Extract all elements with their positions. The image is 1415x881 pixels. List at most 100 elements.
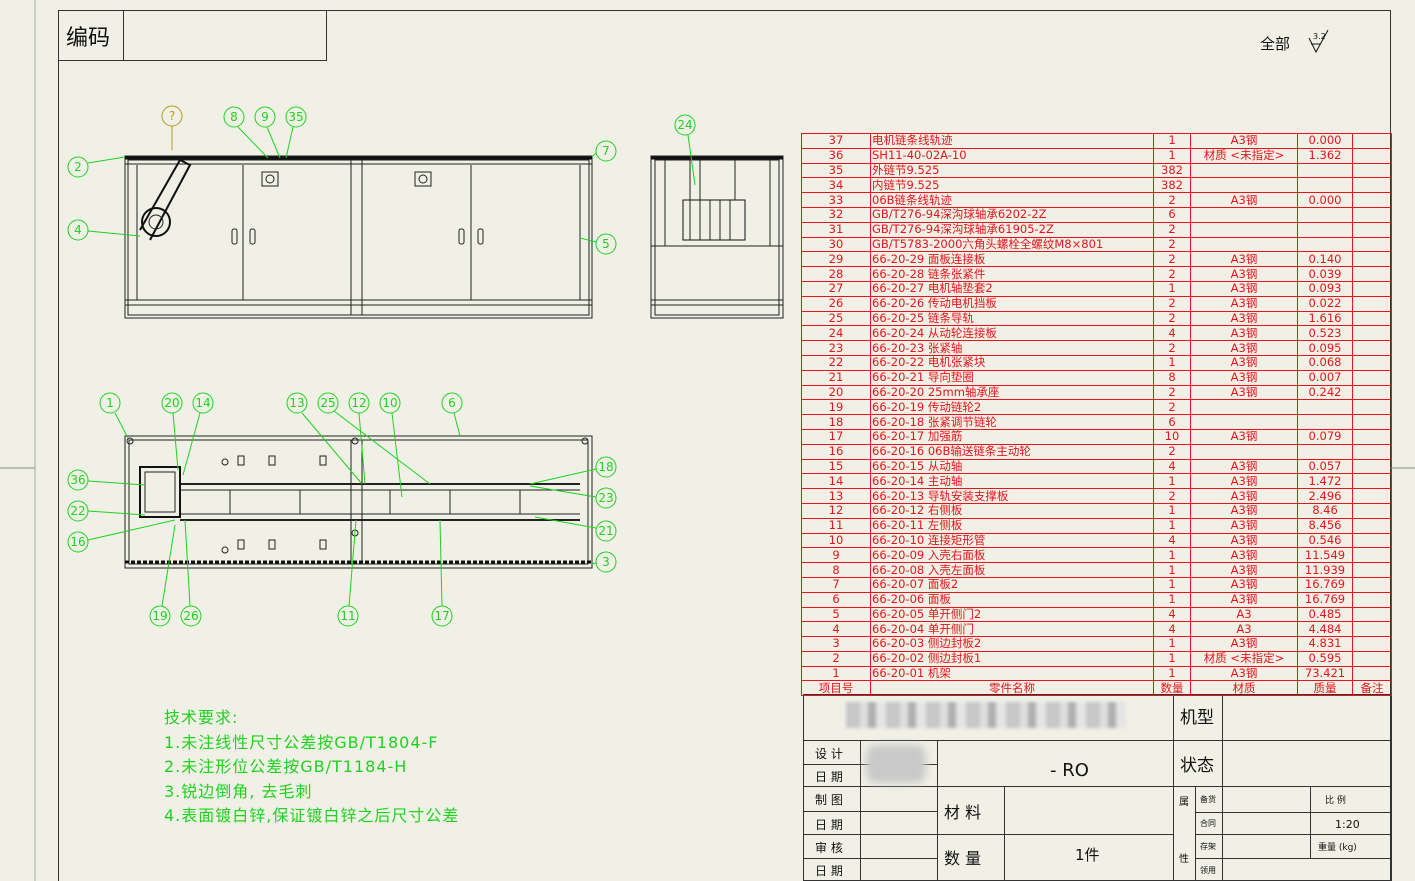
bom-cell: 0.000 (1297, 192, 1353, 208)
bom-cell: 06B链条线轨迹 (870, 192, 1154, 208)
bom-cell: 1 (1153, 133, 1191, 149)
scale-value: 1:20 (1335, 818, 1360, 831)
bom-cell (1352, 236, 1392, 253)
bom-cell: 1.616 (1297, 310, 1353, 327)
bom-cell (1352, 340, 1392, 356)
bom-cell (1352, 251, 1392, 268)
bom-cell: 66-20-06 面板 (870, 591, 1154, 608)
bom-cell: 12 (801, 502, 871, 519)
bom-cell: 0.523 (1297, 325, 1353, 342)
bom-cell: 29 (801, 251, 871, 268)
bom-cell (1352, 473, 1392, 490)
bom-cell: A3钢 (1190, 458, 1298, 475)
bom-cell: 17 (801, 428, 871, 445)
code-box (58, 10, 327, 61)
bom-cell (1190, 414, 1298, 430)
bom-cell: 66-20-22 电机张紧块 (870, 354, 1154, 371)
date-label: 日 期 (815, 770, 843, 784)
bom-header-cell: 备注 (1352, 680, 1392, 697)
bom-cell: A3钢 (1190, 325, 1298, 342)
bom-cell: 6 (1153, 414, 1191, 430)
bom-cell (1352, 591, 1392, 608)
bom-cell (1352, 488, 1392, 504)
bom-cell (1352, 621, 1392, 638)
balloon-label: 23 (598, 491, 613, 505)
bom-cell: 1 (1153, 562, 1191, 578)
balloon-label: 7 (602, 144, 610, 158)
bom-cell: 8.456 (1297, 517, 1353, 534)
bom-cell: 66-20-05 单开侧门2 (870, 606, 1154, 623)
bom-cell: A3钢 (1190, 251, 1298, 268)
balloon-label: 13 (289, 396, 304, 410)
bom-cell: A3钢 (1190, 428, 1298, 445)
bom-cell: 0.093 (1297, 280, 1353, 297)
bom-cell: A3钢 (1190, 310, 1298, 327)
bom-cell: 0.595 (1297, 650, 1353, 667)
bom-cell: 1 (1153, 650, 1191, 667)
front-view (124, 155, 593, 319)
bom-cell (1352, 576, 1392, 593)
bom-cell: 14 (801, 473, 871, 490)
bom-cell: 382 (1153, 177, 1191, 194)
bom-cell: 1 (1153, 665, 1191, 682)
balloon-label: 17 (434, 609, 449, 623)
bom-cell: A3钢 (1190, 636, 1298, 652)
bom-cell: 2 (1153, 488, 1191, 504)
balloon-label: 4 (74, 223, 82, 237)
bom-cell: 35 (801, 162, 871, 179)
bom-header-row: 项目号零件名称数量材质质量备注 (801, 680, 1392, 697)
design-label: 设 计 (815, 747, 843, 761)
bom-cell: 66-20-29 面板连接板 (870, 251, 1154, 268)
bom-cell: 27 (801, 280, 871, 297)
bom-cell: 2.496 (1297, 488, 1353, 504)
revision-text: - RO (1050, 760, 1089, 781)
balloon-label: 6 (448, 396, 456, 410)
balloon-label: 25 (320, 396, 335, 410)
bom-cell: 2 (1153, 295, 1191, 312)
bom-cell: 32 (801, 206, 871, 223)
bom-cell: 18 (801, 414, 871, 430)
bom-cell (1352, 606, 1392, 623)
review-label: 审 核 (815, 840, 843, 855)
bom-cell: 4 (1153, 325, 1191, 342)
redacted-signature (866, 745, 926, 783)
bom-cell (1352, 532, 1392, 549)
bom-cell: 66-20-11 左侧板 (870, 517, 1154, 534)
bom-cell: A3钢 (1190, 488, 1298, 504)
bom-cell: GB/T5783-2000六角头螺栓全螺纹M8×801 (870, 236, 1154, 253)
bom-cell (1352, 162, 1392, 179)
bom-cell: 66-20-24 从动轮连接板 (870, 325, 1154, 342)
bom-cell: 1.472 (1297, 473, 1353, 490)
bom-cell: 66-20-09 入壳右面板 (870, 547, 1154, 564)
bom-cell: 66-20-12 右侧板 (870, 502, 1154, 519)
redacted-name (846, 702, 1126, 728)
balloon-label: 16 (70, 535, 85, 549)
bom-cell: 66-20-07 面板2 (870, 576, 1154, 593)
tech-line: 1.未注线性尺寸公差按GB/T1804-F (164, 732, 439, 752)
bom-cell (1297, 399, 1353, 416)
bom-cell (1352, 502, 1392, 519)
bom-cell (1352, 384, 1392, 401)
bom-header-cell: 质量 (1297, 680, 1353, 697)
bom-cell: A3钢 (1190, 384, 1298, 401)
bom-cell: A3钢 (1190, 591, 1298, 608)
scale-label: 比 例 (1325, 794, 1346, 806)
bom-cell: 2 (1153, 310, 1191, 327)
bom-cell: 电机链条线轨迹 (870, 133, 1154, 149)
balloon-label: 19 (152, 609, 167, 623)
bom-header-cell: 零件名称 (870, 680, 1154, 697)
